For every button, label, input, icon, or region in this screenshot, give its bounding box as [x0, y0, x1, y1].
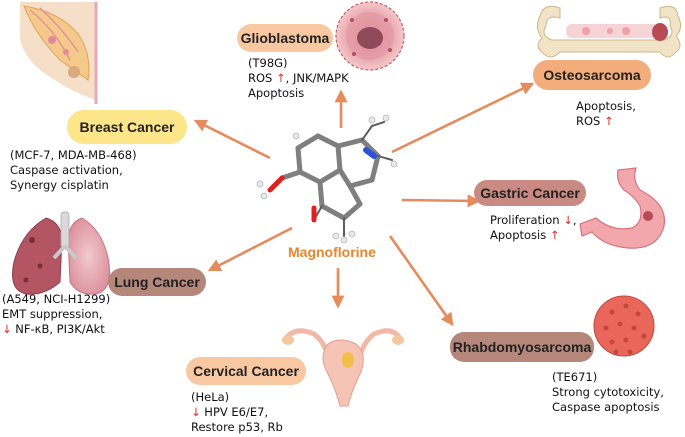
- rhabdomyosarcoma-title: Rhabdomyosarcoma: [452, 339, 592, 355]
- breast-cancer-title: Breast Cancer: [79, 119, 175, 135]
- arrow-to-osteosarcoma: [391, 82, 535, 154]
- breast-cancer-description: (MCF-7, MDA-MB-468) Caspase activation, …: [10, 148, 137, 193]
- lung-cancer-badge: Lung Cancer: [108, 268, 206, 296]
- lung-cancer-line-2: EMT suppression,: [2, 307, 103, 321]
- osteosarcoma-title: Osteosarcoma: [543, 67, 641, 83]
- cervical-cancer-line-1: (HeLa): [191, 390, 230, 404]
- lung-cancer-line-3: ↓ NF-κB, PI3K/Akt: [2, 322, 110, 337]
- glioblastoma-ros-text: ROS: [248, 71, 273, 85]
- cervical-hpv-text: HPV E6/E7,: [200, 405, 269, 419]
- breast-cancer-line-2: Caspase activation,: [10, 163, 123, 177]
- arrow-to-lung: [207, 226, 293, 272]
- lungs-illustration: [12, 211, 110, 295]
- stomach-illustration: [579, 167, 666, 249]
- gastric-apoptosis-text: Apoptosis: [490, 228, 547, 242]
- cervical-cancer-line-3: Restore p53, Rb: [191, 420, 283, 434]
- bone-illustration: [536, 5, 682, 58]
- glioblastoma-description: (T98G) ROS ↑, JNK/MAPK Apoptosis: [248, 56, 349, 101]
- glioblastoma-line-2: ROS ↑, JNK/MAPK: [248, 71, 349, 86]
- center-label: Magnoflorine: [288, 244, 376, 260]
- lung-pathway-text: NF-κB, PI3K/Akt: [11, 322, 105, 336]
- gastric-proliferation-text: Proliferation: [490, 213, 560, 227]
- up-arrow-icon: ↑: [276, 71, 286, 85]
- tumor-cell-illustration: [593, 295, 655, 357]
- gastric-cancer-title: Gastric Cancer: [480, 185, 580, 201]
- lung-cancer-description: (A549, NCI-H1299) EMT suppression, ↓ NF-…: [2, 292, 110, 337]
- osteosarcoma-description: Apoptosis, ROS ↑: [576, 99, 636, 129]
- osteosarcoma-ros-text: ROS: [576, 114, 601, 128]
- lung-cancer-line-1: (A549, NCI-H1299): [2, 292, 111, 306]
- gastric-cancer-description: Proliferation ↓, Apoptosis ↑: [490, 213, 577, 243]
- arrows: [193, 82, 535, 327]
- gastric-cancer-badge: Gastric Cancer: [474, 180, 586, 206]
- osteosarcoma-badge: Osteosarcoma: [533, 60, 651, 90]
- cervical-cancer-description: (HeLa) ↓ HPV E6/E7, Restore p53, Rb: [191, 390, 283, 435]
- breast-cancer-line-3: Synergy cisplatin: [10, 178, 109, 192]
- lung-cancer-title: Lung Cancer: [114, 274, 200, 290]
- breast-cancer-badge: Breast Cancer: [67, 110, 187, 144]
- arrow-to-rhabdo: [388, 235, 454, 327]
- cervical-cancer-title: Cervical Cancer: [193, 363, 299, 379]
- rhabdomyosarcoma-badge: Rhabdomyosarcoma: [450, 332, 594, 362]
- osteosarcoma-line-2: ROS ↑: [576, 114, 636, 129]
- glioblastoma-line-1: (T98G): [248, 56, 288, 70]
- up-arrow-icon: ↑: [604, 114, 614, 128]
- arrow-to-breast: [193, 119, 271, 160]
- up-arrow-icon: ↑: [549, 228, 560, 242]
- osteosarcoma-line-1: Apoptosis,: [576, 99, 636, 113]
- glioblastoma-badge: Glioblastoma: [237, 24, 333, 52]
- arrow-to-gastric: [401, 194, 481, 208]
- breast-cancer-line-1: (MCF-7, MDA-MB-468): [10, 148, 137, 162]
- tumor-illustration: [335, 1, 405, 71]
- glioblastoma-line-3: Apoptosis: [248, 86, 305, 100]
- uterus-illustration: [282, 328, 404, 407]
- breast-illustration: [20, 2, 98, 104]
- down-arrow-icon: ↓: [563, 213, 573, 227]
- gastric-cancer-line-1: Proliferation ↓,: [490, 213, 577, 228]
- gastric-comma-text: ,: [572, 213, 577, 227]
- glioblastoma-pathway-text: , JNK/MAPK: [285, 71, 349, 85]
- down-arrow-icon: ↓: [2, 322, 12, 336]
- rhabdomyosarcoma-description: (TE671) Strong cytotoxicity, Caspase apo…: [552, 370, 664, 415]
- glioblastoma-title: Glioblastoma: [240, 30, 330, 46]
- cervical-cancer-badge: Cervical Cancer: [186, 357, 306, 385]
- gastric-cancer-line-2: Apoptosis ↑: [490, 228, 577, 243]
- magnoflorine-molecule-icon: [256, 114, 398, 244]
- rhabdomyosarcoma-line-1: (TE671): [552, 370, 598, 384]
- rhabdomyosarcoma-line-3: Caspase apoptosis: [552, 400, 660, 414]
- cervical-cancer-line-2: ↓ HPV E6/E7,: [191, 405, 283, 420]
- down-arrow-icon: ↓: [191, 405, 201, 419]
- rhabdomyosarcoma-line-2: Strong cytotoxicity,: [552, 385, 664, 399]
